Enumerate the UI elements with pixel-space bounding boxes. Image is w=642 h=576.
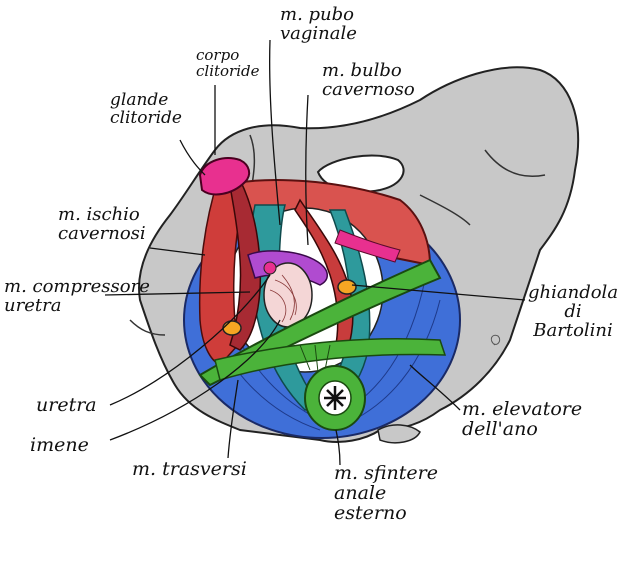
central-tendon-fibers [299, 344, 331, 373]
clitoris-glans [198, 157, 251, 196]
label-compressore-uretra: m. compressore uretra [4, 276, 150, 316]
label-bulbo-cavernoso: m. bulbo cavernoso [322, 60, 415, 100]
transverse-perineal-right [214, 337, 447, 381]
label-corpo-clitoride: corpo clitoride [196, 46, 260, 80]
bone-contour-lines [129, 134, 546, 336]
bartholin-gland-right [337, 279, 357, 295]
anus-star-icon [324, 386, 346, 410]
spiral-mark [490, 334, 501, 346]
leader-ischio-cavernoso [149, 247, 206, 256]
leader-sfintere-anale [335, 429, 341, 466]
urethra-opening [263, 261, 277, 275]
leader-bulbo-cavernoso [305, 94, 309, 246]
label-pubo-vaginale: m. pubo vaginale [280, 4, 357, 44]
magenta-band [334, 229, 401, 263]
bartholin-gland-left [222, 320, 242, 336]
leader-pubo-vaginale [269, 39, 281, 226]
leader-glande-clitoride [179, 139, 206, 176]
leader-compressore-uretra [104, 291, 251, 296]
label-ischio-cavernoso: m. ischio cavernosi [58, 204, 146, 244]
bulbo-cavernous-left [229, 178, 262, 351]
label-elevatore-ano: m. elevatore dell'ano [462, 398, 583, 440]
label-trasversi: m. trasversi [132, 458, 247, 480]
label-uretra: uretra [36, 394, 97, 416]
leader-imene [109, 319, 281, 441]
hymen-folds [269, 274, 297, 323]
label-imene: imene [30, 434, 89, 456]
coccyx [377, 424, 421, 444]
label-ghiandola-bartolini: ghiandola di Bartolini [528, 282, 619, 341]
leader-uretra [109, 274, 271, 406]
leader-lines [104, 39, 526, 466]
label-glande-clitoride: glande clitoride [110, 90, 182, 128]
leader-elevatore-ano [409, 364, 461, 411]
leader-trasversi [227, 379, 239, 459]
label-sfintere-anale: m. sfintere anale esterno [334, 462, 438, 524]
leader-ghiandola-bartolini [351, 284, 526, 301]
